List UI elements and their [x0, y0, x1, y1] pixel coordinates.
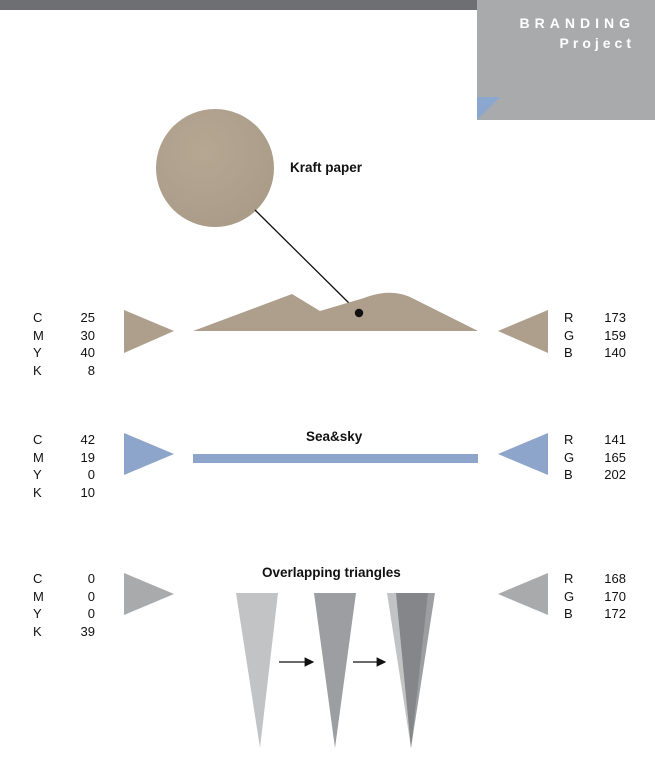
code-key: G	[564, 449, 575, 465]
top-bar	[0, 0, 655, 10]
kraft-paper-label: Kraft paper	[290, 160, 363, 175]
code-value: 10	[80, 484, 95, 500]
light-grey-spike	[236, 593, 278, 748]
code-key: B	[564, 345, 573, 360]
code-value: 19	[80, 449, 95, 465]
kraft-paper-swatch-circle	[156, 109, 274, 227]
rgb-row: G 170	[564, 588, 626, 606]
cmyk-row: M 30	[33, 327, 95, 345]
code-key: M	[33, 449, 44, 465]
rgb-row: R 173	[564, 309, 626, 327]
grey-triangle-right	[498, 573, 548, 615]
rgb-row: B 140	[564, 344, 626, 362]
rgb-row: G 165	[564, 449, 626, 467]
overlapping-triangles-label: Overlapping triangles	[262, 565, 401, 580]
connector-dot	[354, 308, 364, 318]
sea-sky-triangle-right	[498, 433, 548, 475]
code-value: 202	[604, 467, 626, 482]
grey-triangle-left	[124, 573, 174, 615]
connector-line	[254, 209, 359, 313]
code-key: R	[564, 310, 574, 325]
rgb-row: R 141	[564, 431, 626, 449]
code-value: 42	[80, 432, 95, 447]
code-key: R	[564, 432, 574, 447]
header-title: BRANDING	[519, 15, 635, 31]
code-key: G	[564, 588, 575, 604]
code-key: M	[33, 588, 44, 604]
rgb-row: G 159	[564, 327, 626, 345]
sea-sky-triangle-left	[124, 433, 174, 475]
code-key: Y	[33, 606, 42, 621]
code-value: 0	[87, 588, 95, 604]
code-value: 173	[604, 310, 626, 325]
code-key: R	[564, 571, 574, 586]
cmyk-row: C 25	[33, 309, 95, 327]
code-value: 40	[80, 345, 95, 360]
rgb-row: R 168	[564, 570, 626, 588]
rgb-row: B 172	[564, 605, 626, 623]
cmyk-row: K 39	[33, 623, 95, 641]
cmyk-row: Y 40	[33, 344, 95, 362]
code-key: K	[33, 362, 42, 378]
code-key: C	[33, 432, 43, 447]
kraft-triangle-right	[498, 310, 548, 353]
code-value: 140	[604, 345, 626, 360]
mid-grey-spike	[314, 593, 356, 748]
code-value: 170	[604, 588, 626, 604]
code-key: C	[33, 310, 43, 325]
code-key: Y	[33, 467, 42, 482]
tab-fold-corner	[477, 97, 500, 120]
cmyk-row: C 42	[33, 431, 95, 449]
code-value: 141	[604, 432, 626, 447]
code-key: G	[564, 327, 575, 343]
code-key: C	[33, 571, 43, 586]
code-key: Y	[33, 345, 42, 360]
code-key: K	[33, 623, 42, 639]
code-key: B	[564, 467, 573, 482]
code-value: 0	[87, 606, 95, 621]
sea-sky-rgb-codes: R 141 G 165 B 202	[564, 431, 626, 484]
header-subtitle: Project	[559, 35, 635, 51]
code-value: 30	[80, 327, 95, 343]
cmyk-row: M 19	[33, 449, 95, 467]
code-value: 159	[604, 327, 626, 343]
code-value: 0	[87, 467, 95, 482]
code-value: 0	[87, 571, 95, 586]
code-key: M	[33, 327, 44, 343]
header-tab	[477, 0, 655, 120]
code-value: 39	[80, 623, 95, 639]
cmyk-row: K 10	[33, 484, 95, 502]
sea-sky-bar	[193, 454, 478, 463]
code-value: 8	[87, 362, 95, 378]
code-key: K	[33, 484, 42, 500]
rgb-row: B 202	[564, 466, 626, 484]
kraft-triangle-left	[124, 310, 174, 353]
overlap-dark-spike	[396, 593, 428, 748]
code-value: 168	[604, 571, 626, 586]
grey-rgb-codes: R 168 G 170 B 172	[564, 570, 626, 623]
code-value: 25	[80, 310, 95, 325]
code-key: B	[564, 606, 573, 621]
code-value: 172	[604, 606, 626, 621]
sea-sky-label: Sea&sky	[306, 429, 363, 444]
kraft-mountain-shape	[193, 292, 478, 331]
kraft-rgb-codes: R 173 G 159 B 140	[564, 309, 626, 362]
code-value: 165	[604, 449, 626, 465]
